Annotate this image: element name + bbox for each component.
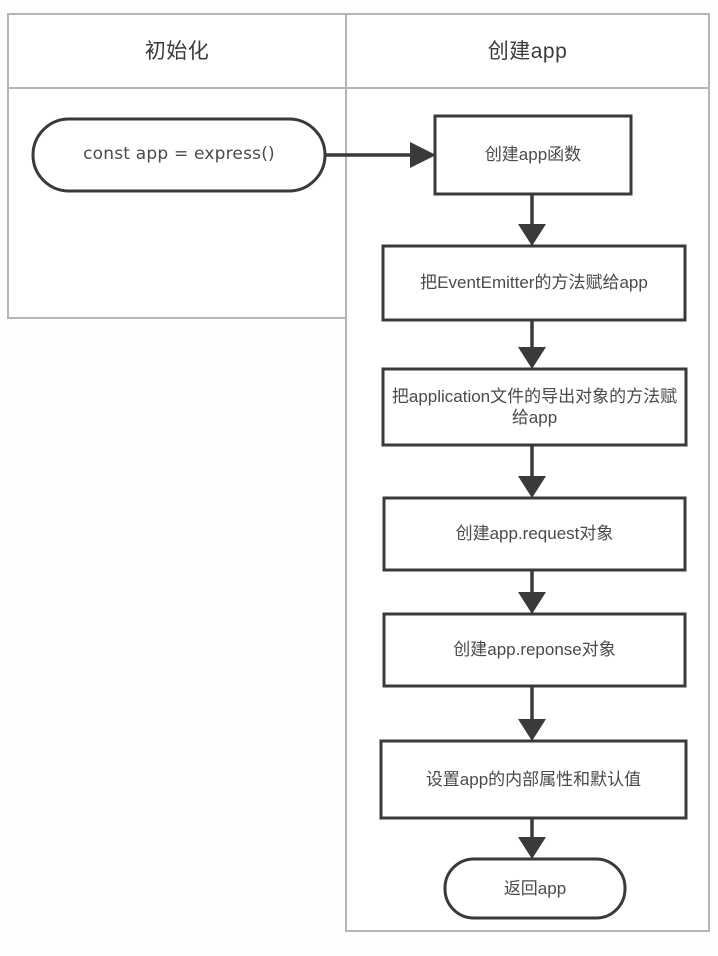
node-label-return-app: 返回app [503,878,567,898]
lane-header-create-app-label: 创建app [487,39,568,63]
node-label-start-terminator: const app = express() [83,144,275,165]
node-label-app-request: 创建app.request对象 [455,524,614,544]
lane-header-init-label: 初始化 [144,39,210,63]
node-label-event-emitter: 把EventEmitter的方法赋给app [420,273,648,293]
node-label-create-app-fn: 创建app函数 [484,145,582,165]
lane-header-create-app: 创建app [345,13,710,89]
node-label-application-exports: 把application文件的导出对象的方法赋给app [391,386,678,427]
node-label-app-reponse: 创建app.reponse对象 [453,640,616,660]
lane-header-init: 初始化 [7,13,347,89]
node-label-app-defaults: 设置app的内部属性和默认值 [425,769,642,789]
